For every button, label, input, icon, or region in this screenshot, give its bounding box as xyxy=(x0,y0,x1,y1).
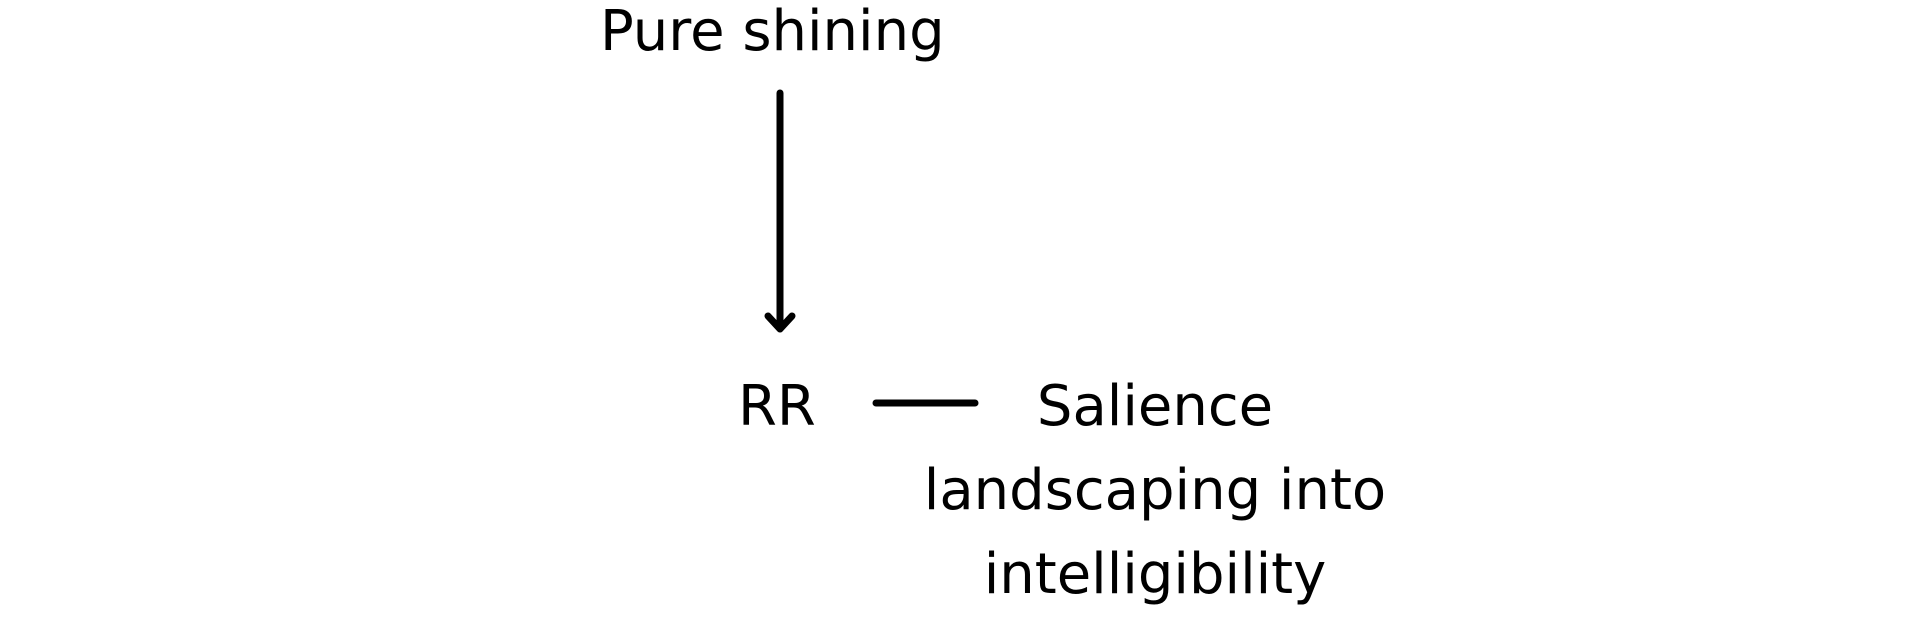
node-salience-line-1: Salience xyxy=(1036,374,1274,439)
node-salience-line-3: intelligibility xyxy=(983,542,1327,607)
node-pure-shining: Pure shining xyxy=(600,0,945,64)
node-salience-line-2: landscaping into xyxy=(923,458,1387,523)
arrow-head xyxy=(764,312,796,333)
node-salience-landscaping: Salience landscaping into intelligibilit… xyxy=(916,365,1394,617)
arrow-pure-shining-to-rr xyxy=(764,89,796,333)
node-rr: RR xyxy=(738,374,816,439)
